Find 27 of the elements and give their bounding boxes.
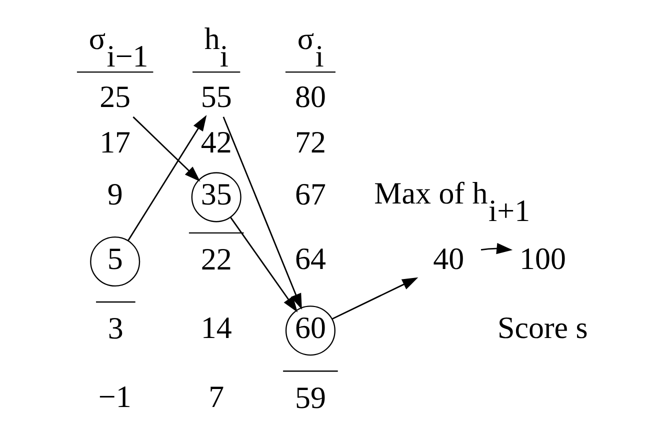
- label: 17: [99, 124, 130, 160]
- node-label: Score s: [497, 310, 588, 346]
- label: 9: [106, 176, 122, 212]
- node-circle: 35: [190, 172, 241, 222]
- arrow: [126, 114, 206, 242]
- label: −1: [98, 379, 131, 414]
- label: 42: [200, 124, 232, 160]
- label: 80: [294, 78, 326, 114]
- node-circle: 5: [90, 236, 140, 287]
- arrow: [332, 277, 418, 320]
- label: 72: [294, 124, 326, 160]
- label: 7: [208, 379, 224, 414]
- node-text: 25: [99, 78, 130, 114]
- arrow: [222, 116, 302, 310]
- arrow: [230, 217, 298, 312]
- label: 59: [294, 380, 326, 415]
- label: 64: [294, 241, 326, 276]
- label: 67: [294, 176, 326, 212]
- node-circle: 60: [284, 306, 335, 356]
- arrow: [480, 242, 512, 254]
- label: 22: [200, 242, 232, 277]
- label: 3: [107, 310, 123, 346]
- arrow: [132, 116, 200, 182]
- node-text: 55: [200, 78, 232, 114]
- node-text: 100: [519, 241, 566, 276]
- label: 14: [200, 310, 232, 346]
- node-text: 40: [432, 241, 464, 276]
